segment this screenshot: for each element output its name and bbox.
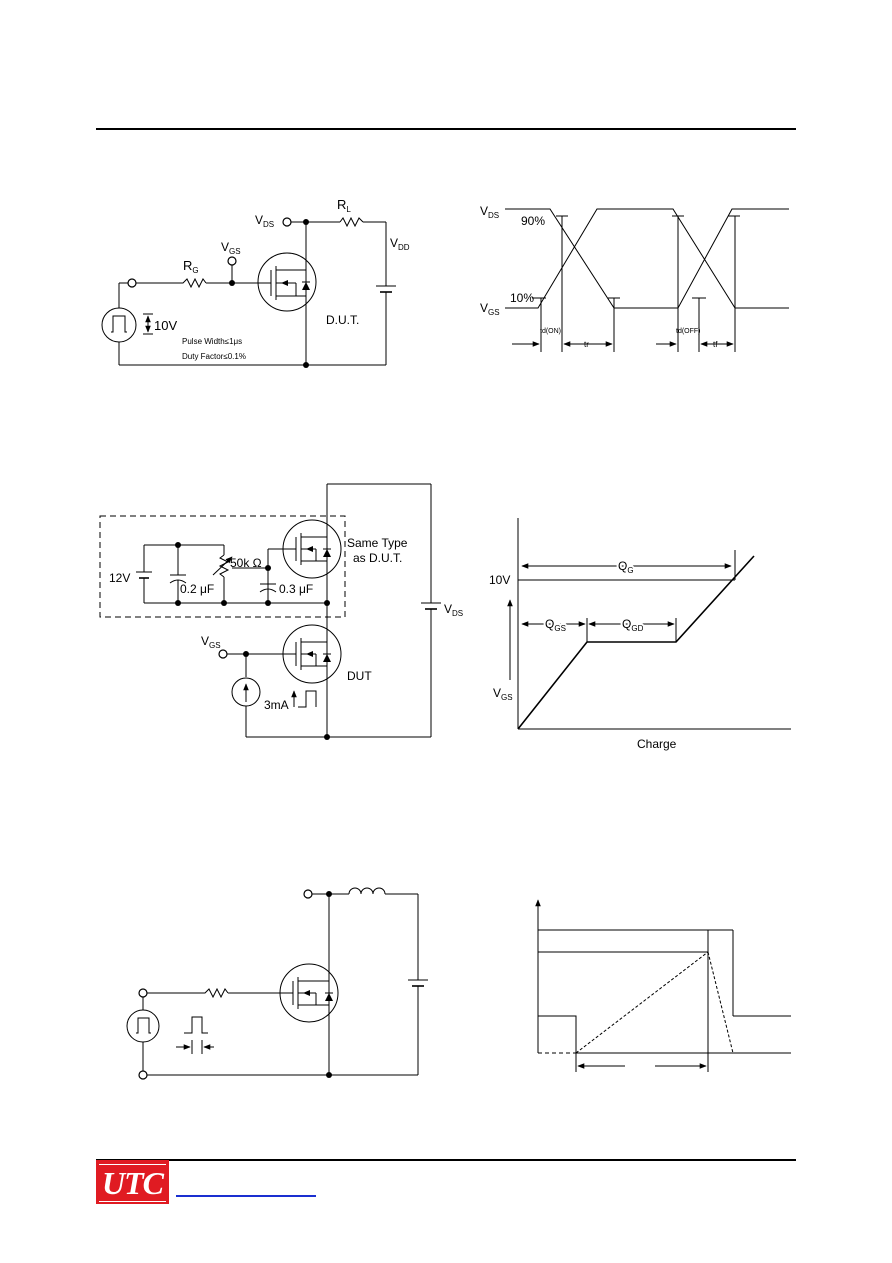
gate-charge-test-circuit: 12V 50k Ω 0.2 μF 0.3 μF Same Type as D.U… [99, 483, 463, 740]
w1-tdoff-label: td(OFF) [676, 328, 701, 335]
c1-vds-label: VDS [255, 213, 274, 229]
switching-test-circuit: VDS RL VGS VDD RG 10V D.U.T. Pulse Width… [101, 197, 410, 368]
utc-logo: UTC [96, 1160, 169, 1204]
w1-10-label: 10% [510, 291, 534, 305]
c2-same-type-line2: as D.U.T. [353, 551, 402, 565]
gc-xlabel: Charge [637, 737, 677, 751]
c2-same-type-line1: Same Type [347, 536, 408, 550]
vds-terminal [282, 217, 292, 227]
c1-duty-factor: Duty Factor≤0.1% [182, 352, 246, 361]
gc-curve [517, 555, 755, 730]
c2-cap2-label: 0.3 μF [279, 582, 313, 596]
gc-qg-label: QG [618, 559, 634, 575]
c2-12v-label: 12V [109, 571, 130, 585]
w1-tr-label: tr [584, 340, 589, 349]
c2-vgs-label: VGS [201, 634, 221, 650]
same-type-box [99, 515, 346, 618]
gate-charge-waveform: QG 10V QGS QGD VGS Charge [489, 518, 791, 751]
c1-dut-label: D.U.T. [326, 313, 359, 327]
uis-mosfet [279, 963, 339, 1023]
website-link[interactable] [176, 1195, 316, 1197]
uis-test-circuit [126, 887, 428, 1080]
inductor [348, 887, 386, 895]
c1-rg-label: RG [183, 258, 199, 275]
c2-dut-label: DUT [347, 669, 372, 683]
gc-10v-label: 10V [489, 573, 510, 587]
vgs-terminal-2 [218, 649, 228, 659]
c1-rl-label: RL [337, 197, 351, 214]
vgs-waveform [505, 208, 789, 309]
dut-mosfet [257, 252, 317, 312]
gate-input-terminal [127, 278, 137, 288]
w1-tdon-label: td(ON) [540, 328, 561, 335]
c1-vdd-label: VDD [390, 236, 410, 252]
c2-cap1-label: 0.2 μF [180, 582, 214, 596]
vgs-terminal [227, 256, 237, 266]
pot-resistor [218, 554, 230, 578]
c1-pulse-amplitude: 10V [154, 318, 177, 333]
gc-vgs-label: VGS [493, 686, 513, 702]
w1-vgs-label: VGS [480, 301, 500, 317]
c2-res-label: 50k Ω [230, 556, 262, 570]
current-source [231, 677, 261, 707]
gc-qgd-label: QGD [622, 617, 644, 633]
vds-waveform [505, 208, 789, 309]
uis-waveforms [535, 899, 791, 1072]
w1-90-label: 90% [521, 214, 545, 228]
rl-resistor [339, 216, 364, 228]
c1-pulse-width: Pulse Width≤1μs [182, 337, 242, 346]
rg-resistor [178, 277, 207, 289]
c1-vgs-label: VGS [221, 240, 241, 256]
c2-current-label: 3mA [264, 698, 289, 712]
c2-vds-label: VDS [444, 602, 463, 618]
pulse-generator [101, 307, 137, 343]
switching-waveforms: VDS 90% 10% VGS td(ON) tr td(OFF) tf [480, 204, 789, 352]
w1-vds-label: VDS [480, 204, 499, 220]
w1-tf-label: tf [713, 340, 718, 349]
gc-qgs-label: QGS [545, 617, 566, 633]
